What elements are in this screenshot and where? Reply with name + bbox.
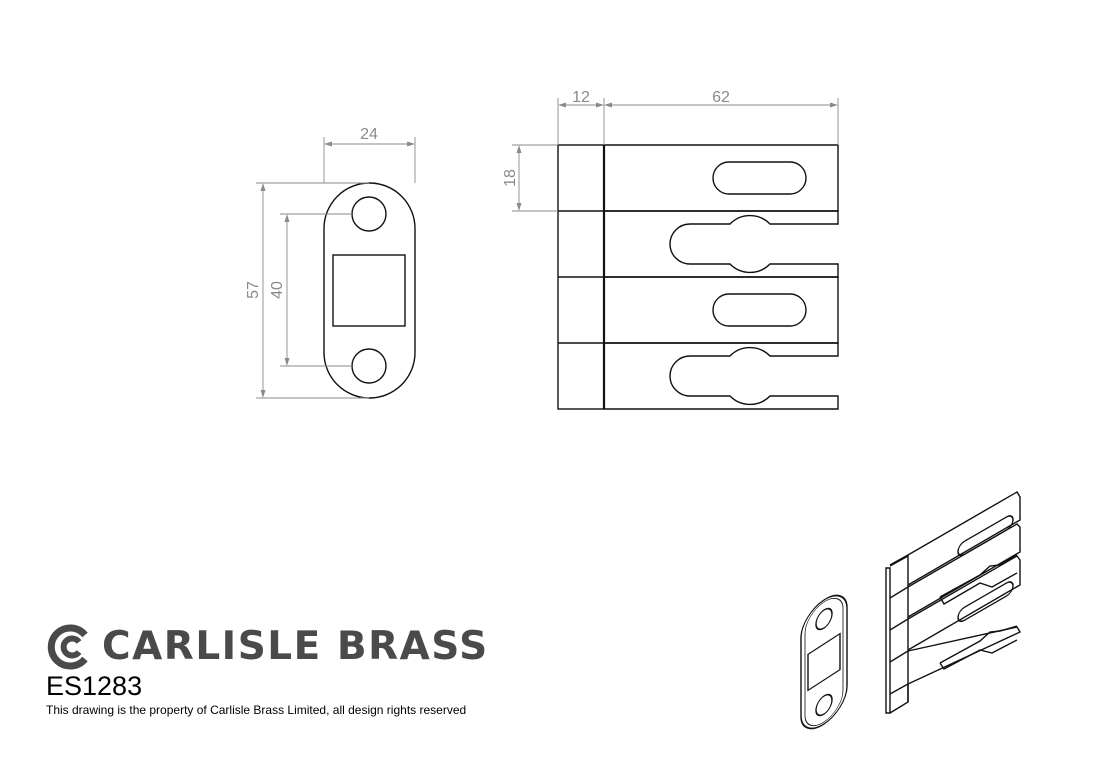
dim-flange-label: 12 [572, 89, 590, 106]
side-plate-2 [604, 210, 839, 278]
side-plate-1 [604, 144, 839, 212]
brand-logo: CARLISLE BRASS [46, 624, 489, 670]
dim-hole-spacing-label: 40 [269, 281, 286, 299]
brand-name: CARLISLE BRASS [102, 624, 489, 669]
side-plate-3 [604, 276, 839, 344]
dim-height-label: 57 [245, 281, 262, 299]
iso-striker-plate [800, 594, 848, 730]
front-screw-hole-top [351, 196, 387, 232]
carlisle-logo-icon [47, 624, 88, 670]
dim-thickness-label: 18 [502, 169, 519, 187]
side-slot-1 [712, 161, 807, 195]
title-block: CARLISLE BRASS ES1283 This drawing is th… [46, 624, 489, 717]
product-code: ES1283 [46, 671, 143, 701]
front-screw-hole-bottom [351, 348, 387, 384]
side-view: 12 62 18 [502, 89, 839, 410]
iso-plate-stack [885, 491, 1022, 714]
front-plate-outline [323, 182, 416, 399]
dim-width-label: 24 [360, 126, 378, 143]
front-view: 24 57 40 [245, 126, 416, 399]
copyright-notice: This drawing is the property of Carlisle… [46, 703, 467, 717]
side-plate-4 [604, 342, 839, 410]
front-square-opening [332, 254, 406, 327]
side-slot-3 [712, 293, 807, 327]
isometric-view [800, 491, 1022, 730]
dim-length-label: 62 [712, 89, 730, 106]
